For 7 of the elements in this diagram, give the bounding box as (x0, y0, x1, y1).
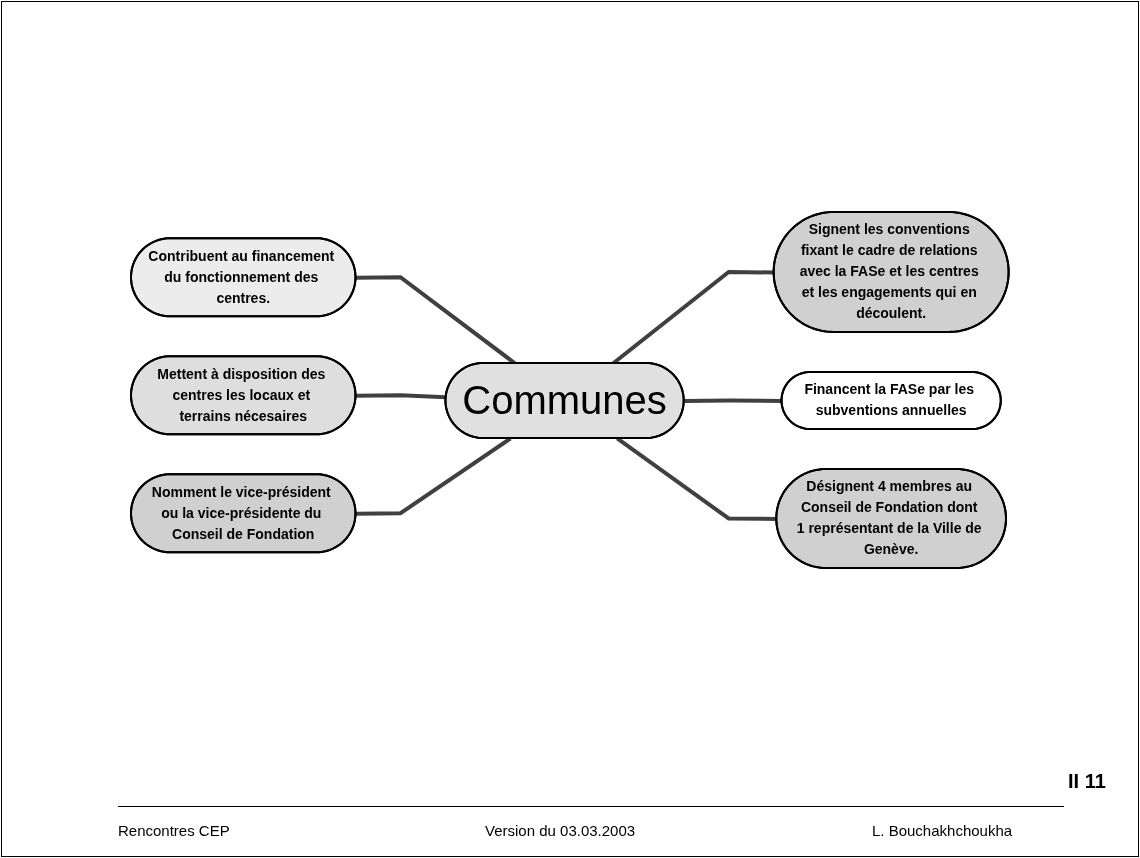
connector (356, 436, 512, 516)
connector (356, 393, 447, 400)
connector (616, 436, 777, 521)
footer-text: Version du 03.03.2003 (485, 822, 636, 839)
footer-text: L. Bouchakhchoukha (872, 822, 1013, 839)
page-number: II 11 (1068, 770, 1106, 793)
footer-text: Rencontres CEP (118, 822, 230, 839)
